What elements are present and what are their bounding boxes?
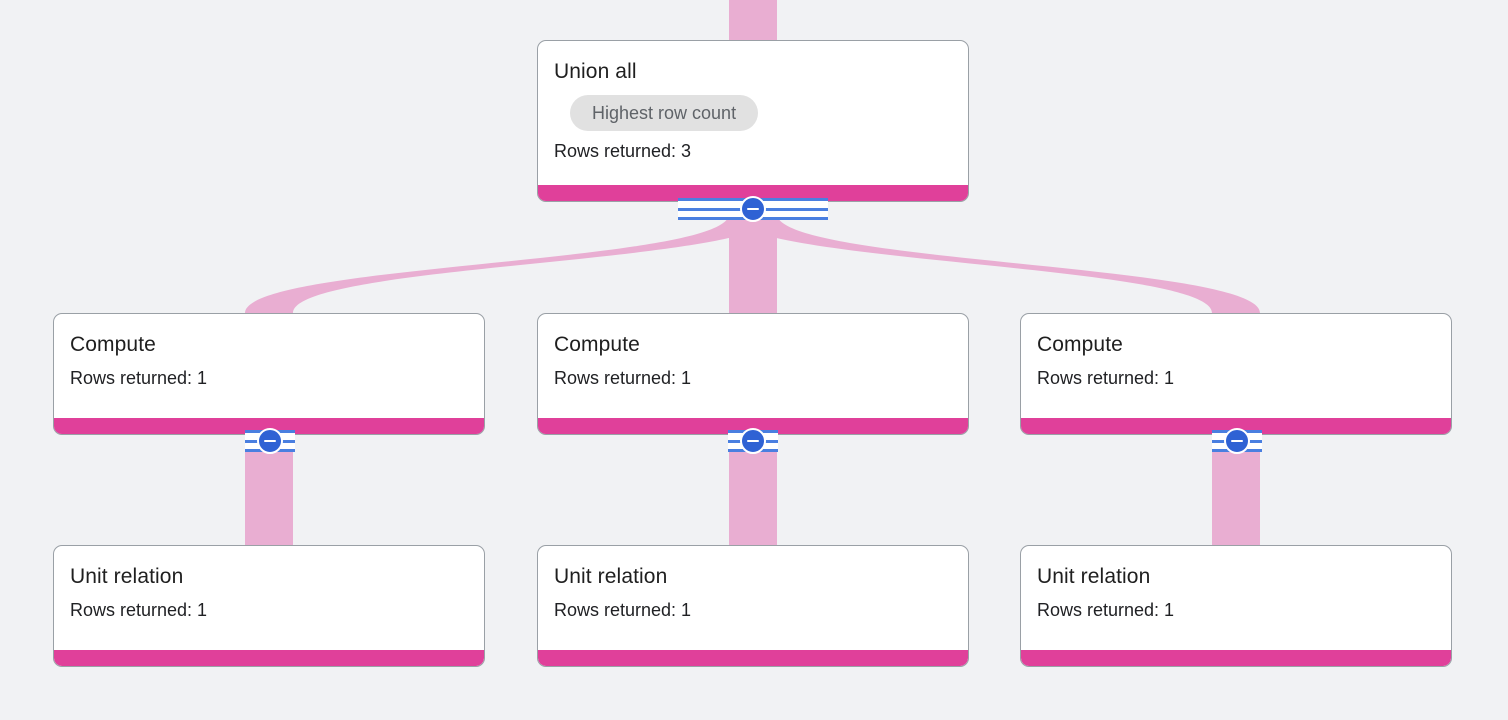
node-accent-bar xyxy=(54,418,484,434)
node-title: Compute xyxy=(70,333,156,356)
graph-edge xyxy=(245,214,777,313)
graph-edge xyxy=(245,446,293,545)
rows-returned-label: Rows returned: 1 xyxy=(70,600,208,620)
node-title: Compute xyxy=(554,333,640,356)
graph-edge xyxy=(1223,301,1249,313)
node-compute-right[interactable]: Compute Rows returned: 1 xyxy=(1020,313,1452,435)
rows-returned-label: Rows returned: 1 xyxy=(70,368,208,388)
node-unit-relation-right[interactable]: Unit relation Rows returned: 1 xyxy=(1020,545,1452,667)
collapse-handle-compute-right[interactable] xyxy=(1212,428,1262,454)
collapse-handle-compute-left[interactable] xyxy=(245,428,295,454)
graph-edge xyxy=(740,301,766,313)
node-title: Compute xyxy=(1037,333,1123,356)
node-compute-left[interactable]: Compute Rows returned: 1 xyxy=(53,313,485,435)
node-accent-bar xyxy=(1021,418,1451,434)
node-title: Unit relation xyxy=(1037,565,1151,588)
collapse-handle-union-all[interactable] xyxy=(678,196,828,222)
graph-edge xyxy=(729,214,777,313)
rows-returned-label: Rows returned: 1 xyxy=(554,600,692,620)
node-title: Union all xyxy=(554,60,637,83)
node-unit-relation-left[interactable]: Unit relation Rows returned: 1 xyxy=(53,545,485,667)
graph-edge xyxy=(729,214,1260,313)
minus-circle-icon[interactable] xyxy=(1224,428,1250,454)
status-badge: Highest row count xyxy=(570,95,759,131)
node-body: Unit relation Rows returned: 1 xyxy=(54,546,484,650)
node-accent-bar xyxy=(538,418,968,434)
rows-returned-label: Rows returned: 3 xyxy=(554,141,692,161)
rows-returned-label: Rows returned: 1 xyxy=(1037,600,1175,620)
node-body: Compute Rows returned: 1 xyxy=(538,314,968,418)
node-title: Unit relation xyxy=(554,565,668,588)
graph-edge xyxy=(729,446,777,545)
node-accent-bar xyxy=(54,650,484,666)
node-compute-middle[interactable]: Compute Rows returned: 1 xyxy=(537,313,969,435)
minus-circle-icon[interactable] xyxy=(740,428,766,454)
node-body: Unit relation Rows returned: 1 xyxy=(1021,546,1451,650)
node-body: Union all Highest row count Rows returne… xyxy=(538,41,968,185)
node-accent-bar xyxy=(1021,650,1451,666)
collapse-handle-compute-middle[interactable] xyxy=(728,428,778,454)
minus-circle-icon[interactable] xyxy=(257,428,283,454)
rows-returned-label: Rows returned: 1 xyxy=(554,368,692,388)
node-accent-bar xyxy=(538,650,968,666)
graph-edge xyxy=(729,0,777,40)
node-body: Compute Rows returned: 1 xyxy=(1021,314,1451,418)
node-title: Unit relation xyxy=(70,565,184,588)
node-body: Compute Rows returned: 1 xyxy=(54,314,484,418)
minus-circle-icon[interactable] xyxy=(740,196,766,222)
node-body: Unit relation Rows returned: 1 xyxy=(538,546,968,650)
node-union-all[interactable]: Union all Highest row count Rows returne… xyxy=(537,40,969,202)
graph-edge xyxy=(1212,446,1260,545)
graph-edge xyxy=(256,301,282,313)
rows-returned-label: Rows returned: 1 xyxy=(1037,368,1175,388)
node-accent-bar xyxy=(538,185,968,201)
node-unit-relation-middle[interactable]: Unit relation Rows returned: 1 xyxy=(537,545,969,667)
